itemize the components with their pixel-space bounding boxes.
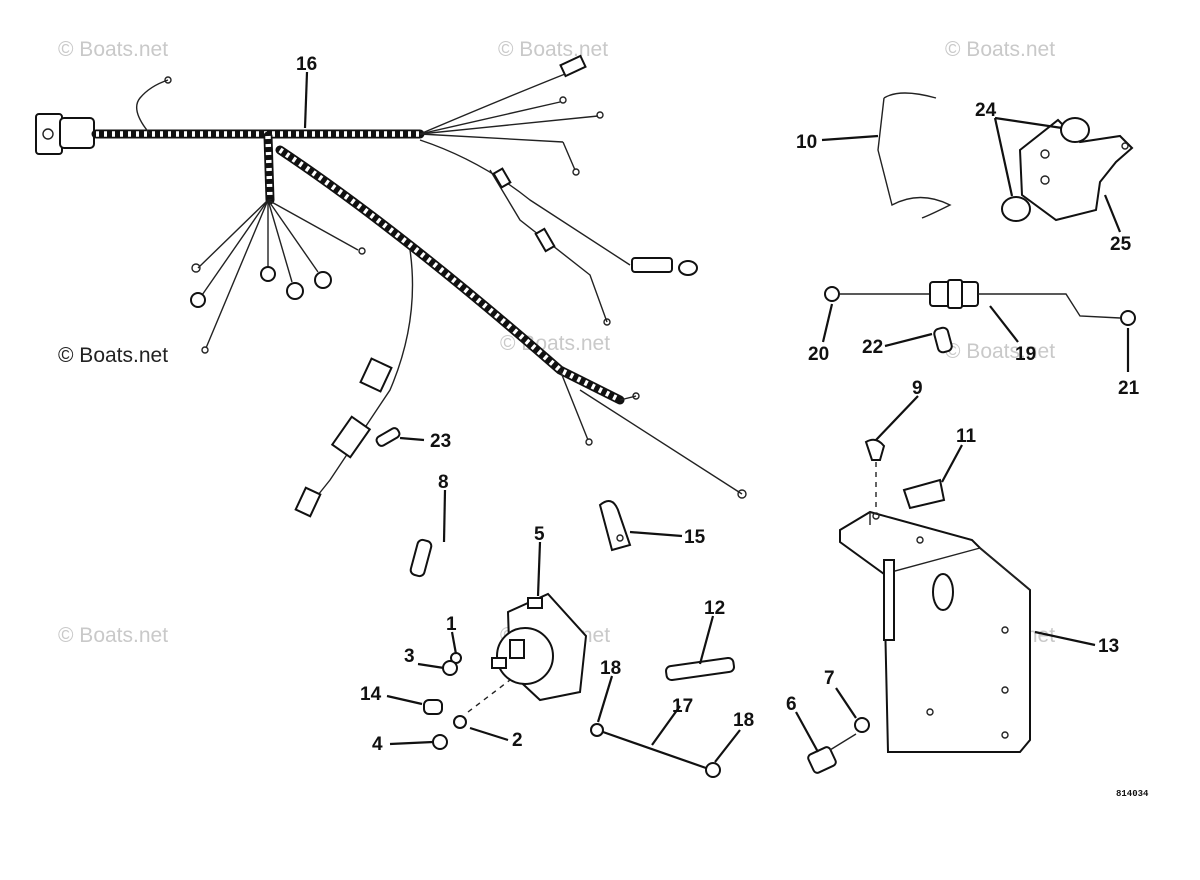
nut [442,660,458,676]
diagram-code: 814034 [1116,789,1149,799]
link-rod [590,723,721,778]
watermark-top-left: © Boats.net [58,38,168,61]
leader-lines [303,71,1130,763]
callout-11: 11 [956,426,977,447]
callout-12: 12 [704,598,725,619]
grommet-bracket [1001,117,1134,222]
callout-9: 9 [912,378,923,399]
fuse-wire-assembly [824,279,1136,326]
lock-washer [453,715,467,729]
screw [864,438,886,461]
callout-numbers: 16 10 24 25 20 22 19 21 23 8 15 9 11 5 1… [296,54,1140,755]
callout-22: 22 [862,337,883,358]
spring-clip [877,92,952,219]
callout-21: 21 [1118,378,1140,399]
watermark-mid-left: © Boats.net [58,344,168,367]
callout-2: 2 [512,730,523,751]
callout-18-right: 18 [733,710,754,731]
callout-4: 4 [372,734,383,755]
cap [423,699,443,715]
callout-14: 14 [360,684,382,705]
callout-24: 24 [975,100,997,121]
callout-15: 15 [684,527,706,548]
watermark-bottom-left: © Boats.net [58,624,168,647]
spare-fuse [933,326,953,354]
callout-18-left: 18 [600,658,621,679]
wiring-harness [35,54,747,518]
callout-25: 25 [1110,234,1132,255]
callout-13: 13 [1098,636,1119,657]
hex-nut [432,734,448,750]
callout-6: 6 [786,694,797,715]
watermark-top-center: © Boats.net [498,38,608,61]
callout-10: 10 [796,132,817,153]
bolt-washer [854,717,870,733]
solenoid [491,592,588,702]
wire-clip [902,478,946,510]
link-plate [665,656,735,682]
watermark-top-right: © Boats.net [945,38,1055,61]
callout-16: 16 [296,54,317,75]
callout-3: 3 [404,646,415,667]
callout-1: 1 [446,614,457,635]
callout-7: 7 [824,668,835,689]
cable-clip [598,500,632,552]
callout-5: 5 [534,524,545,545]
callout-17: 17 [672,696,693,717]
fuse [375,427,401,447]
mounting-bracket [839,510,1031,753]
callout-20: 20 [808,344,829,365]
bolt [807,746,837,774]
pin [409,538,433,578]
callout-19: 19 [1015,344,1036,365]
callout-8: 8 [438,472,449,493]
callout-23: 23 [430,431,451,452]
watermark-mid-right: © Boats.net [945,340,1055,363]
